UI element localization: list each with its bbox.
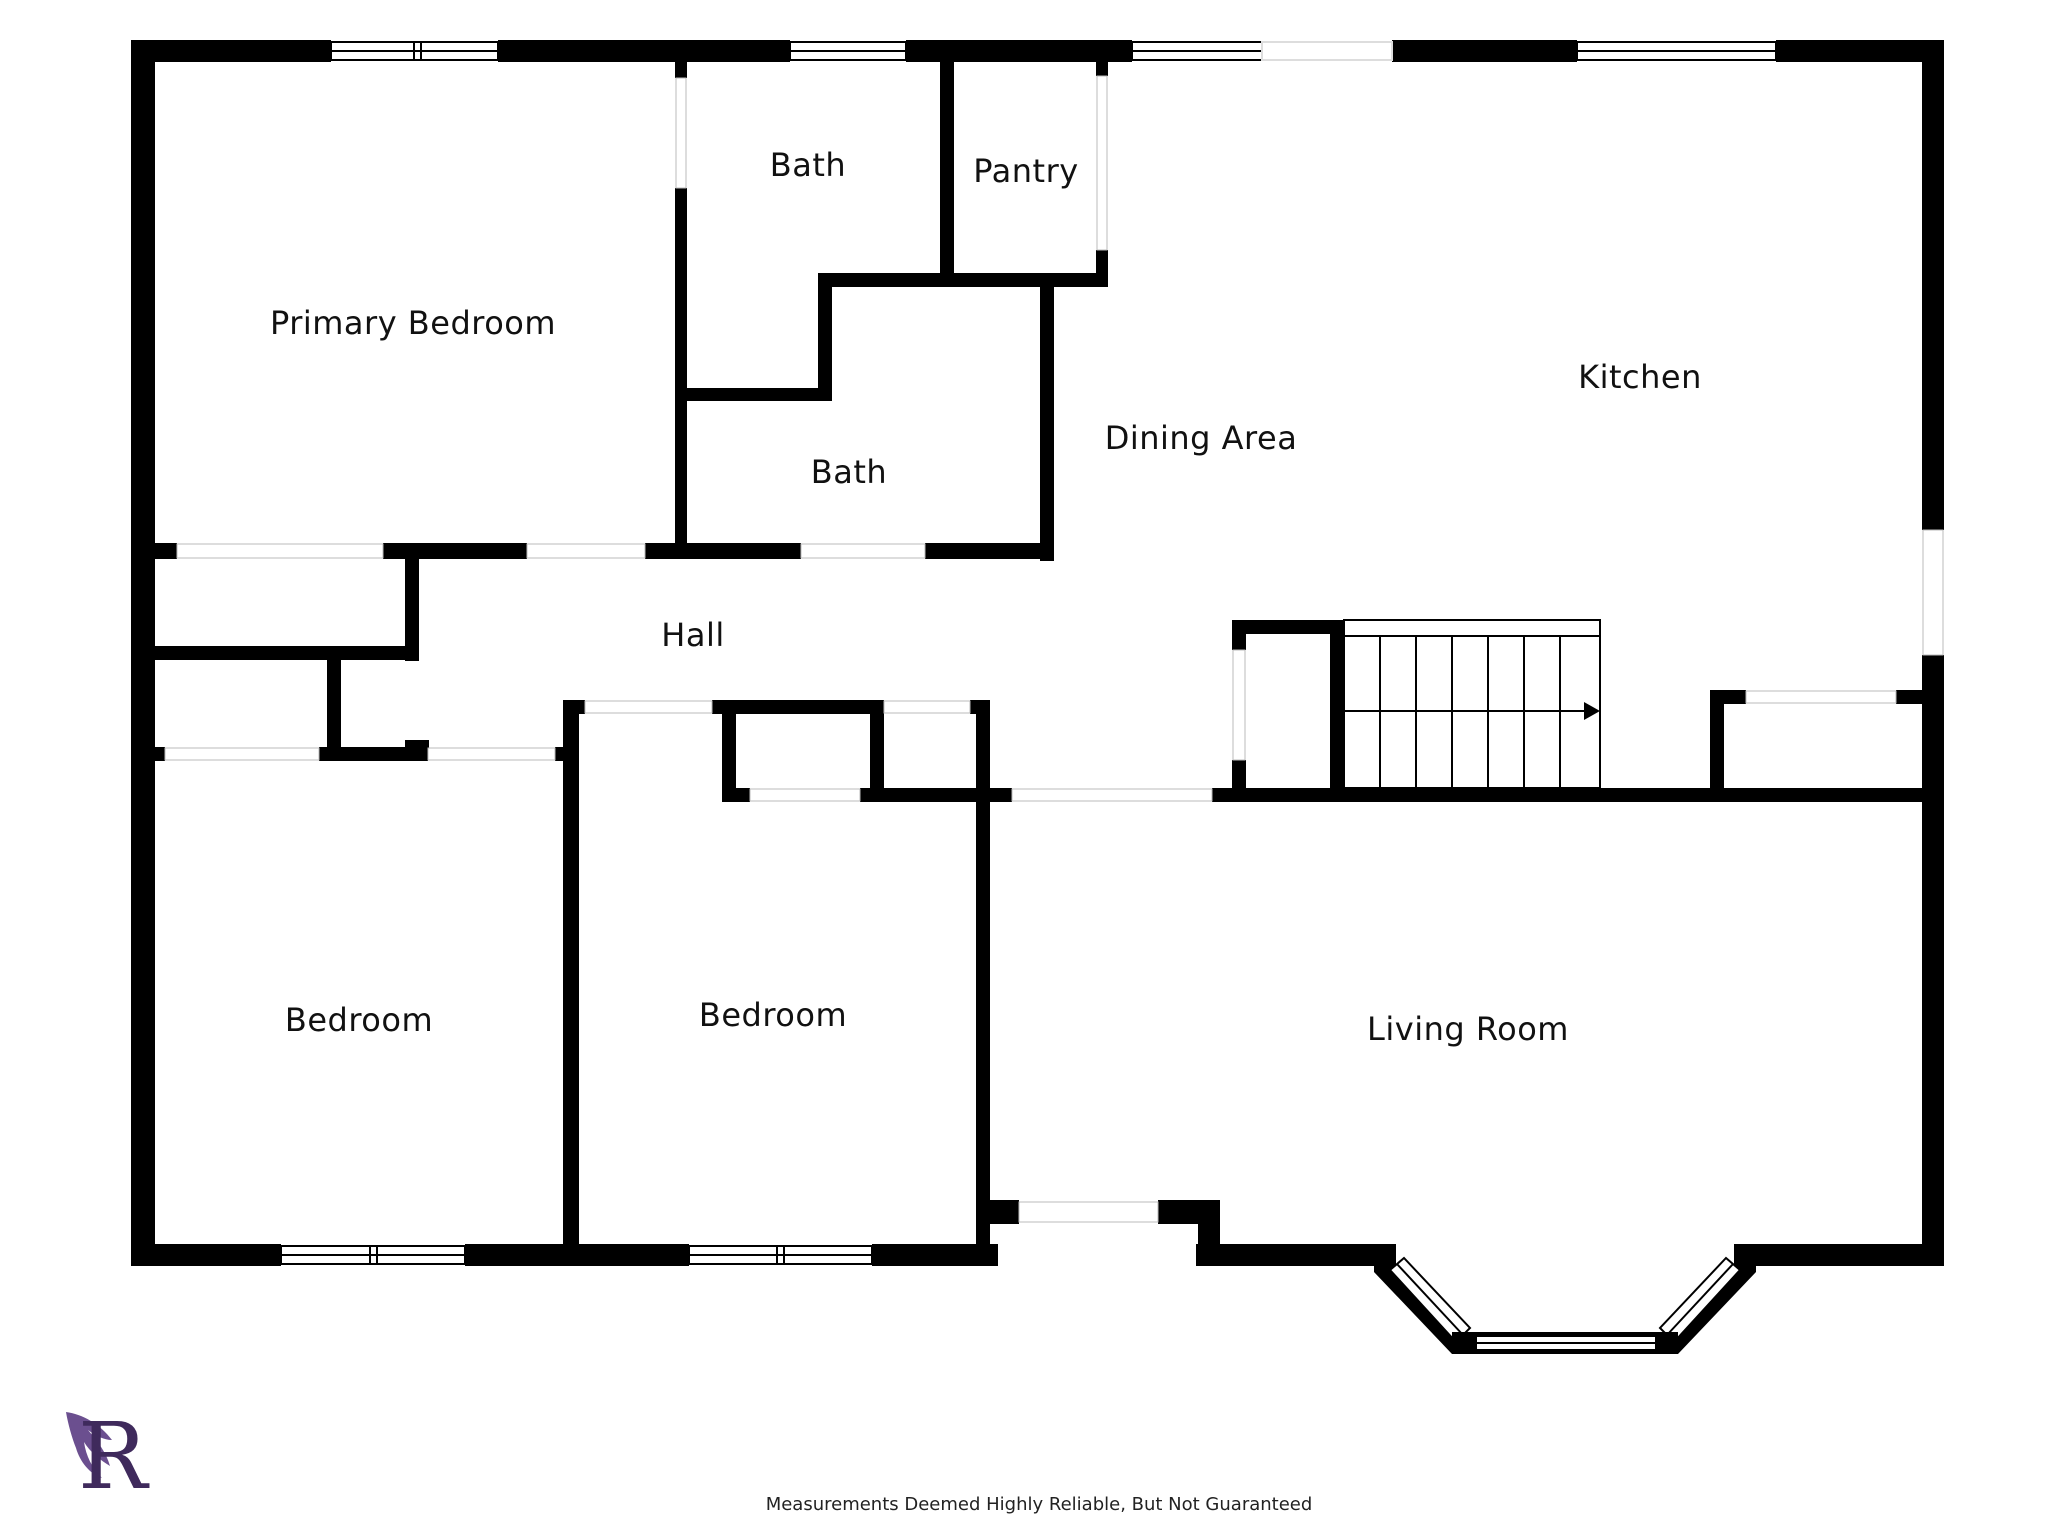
label-pantry: Pantry xyxy=(973,152,1078,190)
brand-logo: R xyxy=(66,1403,150,1510)
label-dining-area: Dining Area xyxy=(1105,419,1298,457)
windows xyxy=(280,41,1777,1265)
label-kitchen: Kitchen xyxy=(1578,358,1702,396)
label-bedroom-middle: Bedroom xyxy=(699,996,847,1034)
label-hall: Hall xyxy=(661,616,724,654)
interior-walls xyxy=(155,62,1944,1266)
bay-window xyxy=(1374,1244,1756,1354)
label-bath-upper: Bath xyxy=(770,146,846,184)
label-living-room: Living Room xyxy=(1367,1010,1569,1048)
door-openings xyxy=(164,75,1944,1223)
logo-letter: R xyxy=(78,1403,150,1510)
label-bedroom-left: Bedroom xyxy=(285,1001,433,1039)
disclaimer-text: Measurements Deemed Highly Reliable, But… xyxy=(766,1494,1313,1515)
room-labels: Primary Bedroom Bath Pantry Kitchen Dini… xyxy=(270,146,1702,1048)
stairs xyxy=(1343,619,1601,789)
exterior-walls xyxy=(131,40,1944,1266)
feather-icon xyxy=(66,1412,112,1478)
label-bath-lower: Bath xyxy=(811,453,887,491)
label-primary-bedroom: Primary Bedroom xyxy=(270,304,556,342)
